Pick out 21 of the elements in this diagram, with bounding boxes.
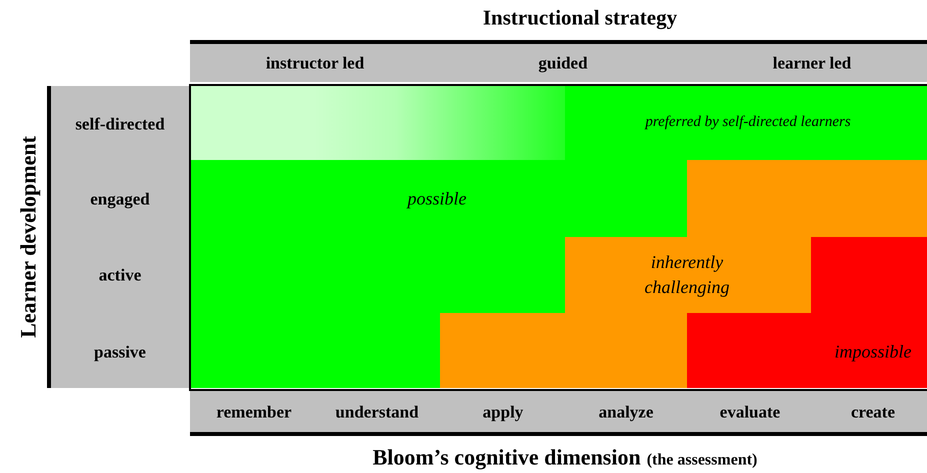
column-header: apply <box>482 401 524 424</box>
row-header: passive <box>94 341 146 364</box>
zone-label: impossible <box>834 340 912 364</box>
zone-label: preferred by self-directed learners <box>644 112 852 132</box>
axis-title: Instructional strategy <box>482 4 678 32</box>
zone-label: possible <box>408 187 466 210</box>
column-header: create <box>850 401 896 424</box>
column-header: understand <box>335 401 419 424</box>
column-header: remember <box>216 401 292 424</box>
zone-label: inherently challenging <box>644 250 730 299</box>
row-header: self-directed <box>75 113 165 136</box>
column-header: guided <box>538 52 588 74</box>
row-header: engaged <box>90 188 150 210</box>
column-header: analyze <box>598 401 654 424</box>
column-header: instructor led <box>266 52 364 74</box>
column-header: learner led <box>772 52 852 74</box>
row-header: active <box>98 264 142 286</box>
axis-title: Learner development <box>14 136 42 338</box>
axis-title: Bloom’s cognitive dimension <box>372 444 641 472</box>
axis-subtitle: (the assessment) <box>646 450 758 470</box>
column-header: evaluate <box>720 401 780 424</box>
